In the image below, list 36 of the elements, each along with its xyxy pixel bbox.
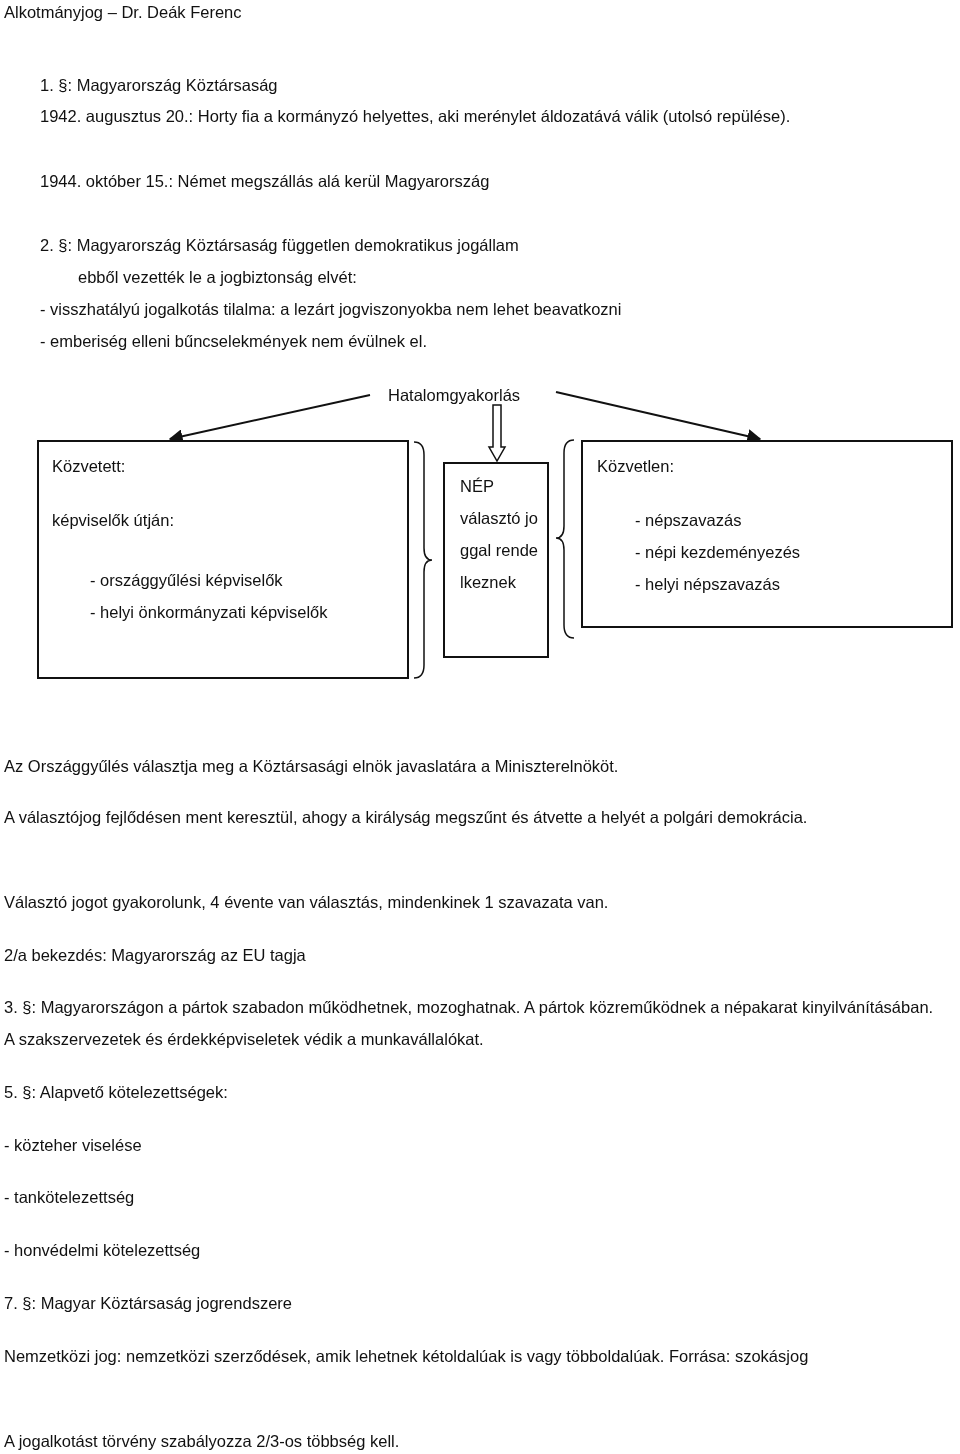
text-line: 7. §: Magyar Köztársaság jogrendszere	[4, 1293, 293, 1314]
process-box	[37, 440, 409, 679]
box-text: képviselők útján:	[52, 510, 175, 531]
box-text: - népszavazás	[635, 510, 743, 531]
text-line: A választójog fejlődésen ment keresztül, ahogy a királyság megszűnt és átvette a helyét a polgári demokrácia.	[4, 807, 809, 828]
heading-text: Hatalomgyakorlás	[388, 382, 558, 408]
text-line: ebből vezették le a jogbiztonság elvét:	[78, 267, 358, 288]
text-line: 2. §: Magyarország Köztársaság független demokratikus jogállam	[40, 235, 520, 256]
box-text: választó joggal rendelkeznek	[460, 508, 538, 593]
text-line: A jogalkotást törvény szabályozza 2/3-os többség kell.	[4, 1431, 401, 1452]
process-box	[581, 440, 953, 628]
text-line: 1. §: Magyarország Köztársaság	[40, 75, 279, 96]
text-line: 2/a bekezdés: Magyarország az EU tagja	[4, 945, 307, 966]
text-line: 1944. október 15.: Német megszállás alá kerül Magyarország	[40, 171, 491, 192]
text-line: Nemzetközi jog: nemzetközi szerződések, amik lehetnek kétoldalúak is vagy többoldalúak. Forrása: szokásjog	[4, 1346, 810, 1367]
box-text: - országgyűlési képviselők	[90, 570, 284, 591]
box-text: - helyi önkormányzati képviselők	[90, 602, 329, 623]
box-text: - népi kezdeményezés	[635, 542, 802, 563]
text-line: Az Országgyűlés választja meg a Köztársasági elnök javaslatára a Miniszterelnököt.	[4, 756, 620, 777]
text-line: - tankötelezettség	[4, 1187, 136, 1208]
text-line: - közteher viselése	[4, 1135, 143, 1156]
text-line: - visszhatályú jogalkotás tilalma: a lezárt jogviszonyokba nem lehet beavatkozni	[40, 299, 623, 320]
process-box	[443, 462, 549, 658]
text-line: Választó jogot gyakorolunk, 4 évente van választás, mindenkinek 1 szavazata van.	[4, 892, 610, 913]
box-heading: NÉP	[460, 476, 495, 497]
box-heading: Közvetlen:	[597, 456, 676, 477]
text-line: - emberiség elleni bűncselekmények nem évülnek el.	[40, 331, 429, 352]
text-line: 3. §: Magyarországon a pártok szabadon működhetnek, mozoghatnak. A pártok közreműködnek a népakarat kinyilvánításában. A szakszervezetek és érdekképviseletek védik a munkavállalókat.	[4, 997, 934, 1050]
text-line: 1942. augusztus 20.: Horty fia a kormányzó helyettes, aki merénylet áldozatává válik (utolsó repülése).	[40, 106, 792, 127]
arrow	[487, 404, 507, 463]
box-heading: Közvetett:	[52, 456, 127, 477]
text-line: 5. §: Alapvető kötelezettségek:	[4, 1082, 229, 1103]
box-text: - helyi népszavazás	[635, 574, 781, 595]
text-line: - honvédelmi kötelezettség	[4, 1240, 202, 1261]
arrow	[555, 391, 762, 443]
page-header: Alkotmányjog – Dr. Deák Ferenc	[4, 2, 242, 23]
